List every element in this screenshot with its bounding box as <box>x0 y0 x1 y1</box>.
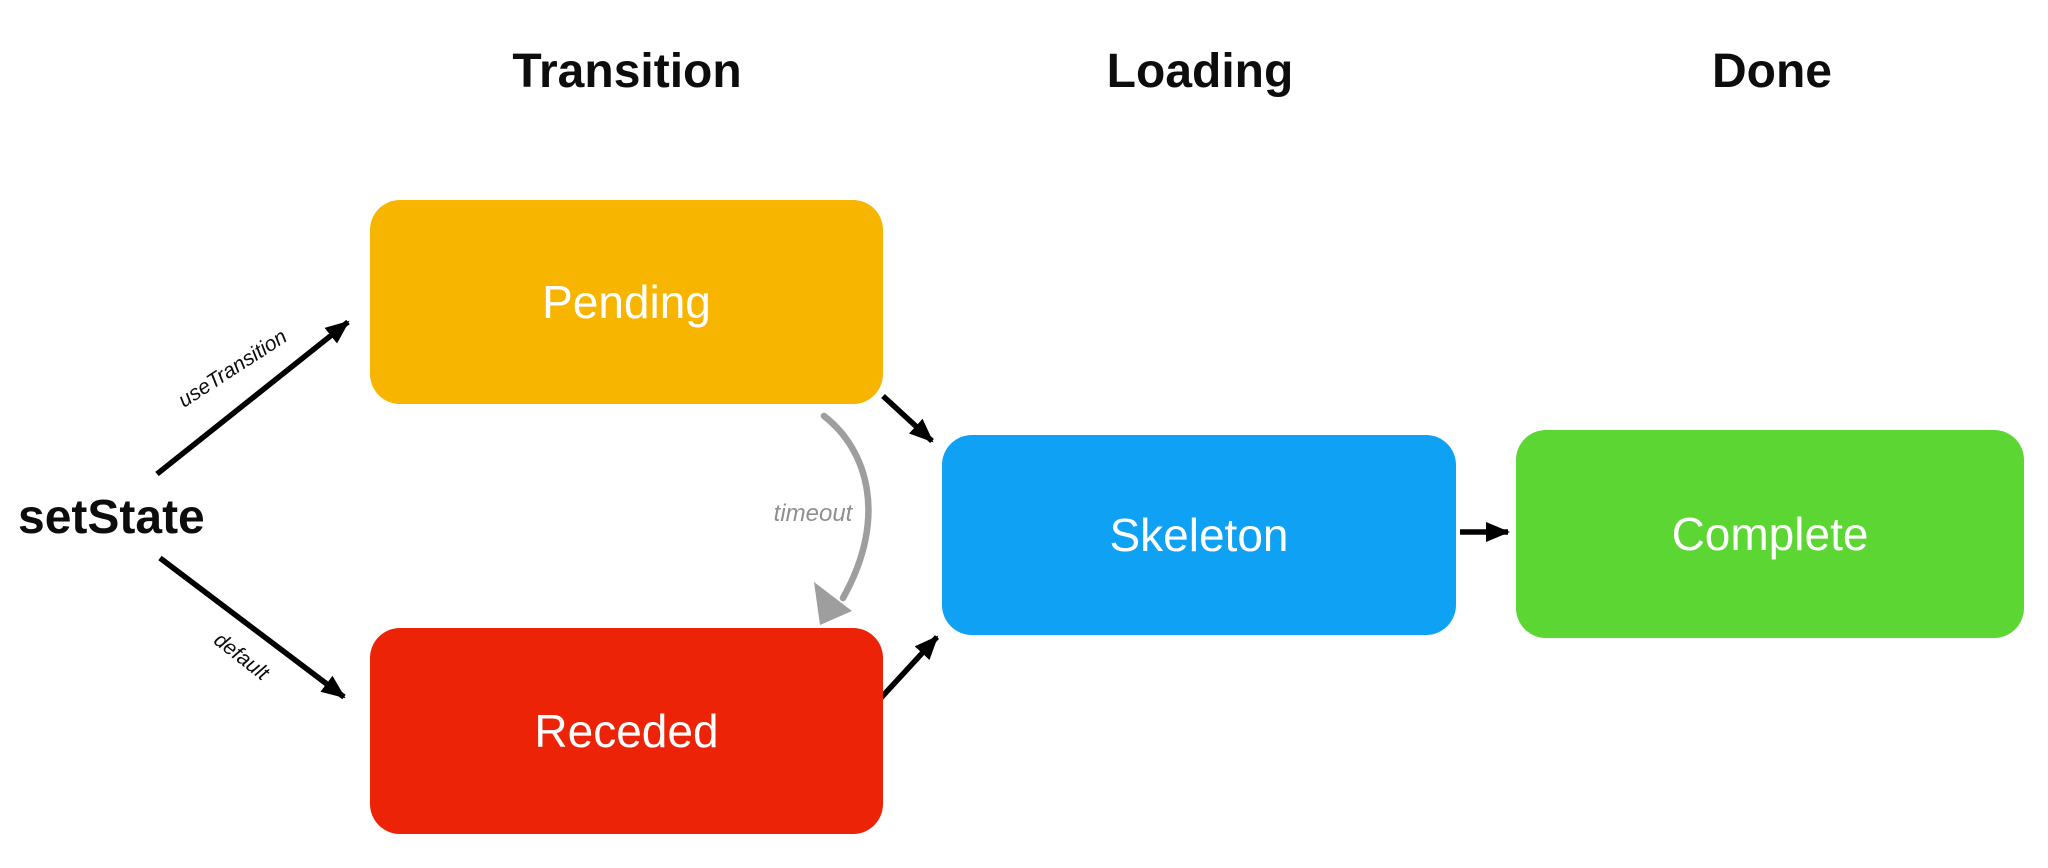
node-skeleton-label: Skeleton <box>1109 509 1289 561</box>
node-complete-label: Complete <box>1671 508 1869 560</box>
node-receded-label: Receded <box>534 705 719 757</box>
node-pending: Pending <box>370 200 883 404</box>
edge-timeout-arrowhead <box>814 582 852 625</box>
edge-pending-to-skeleton-arrow <box>881 393 934 444</box>
edge-label-usetransition: useTransition <box>174 325 292 413</box>
node-skeleton: Skeleton <box>942 435 1456 635</box>
column-header-done: Done <box>1712 45 1832 98</box>
node-complete: Complete <box>1516 430 2024 638</box>
node-pending-label: Pending <box>542 276 711 328</box>
node-receded: Receded <box>370 628 883 834</box>
setstate-source-label: setState <box>18 491 205 544</box>
column-header-transition: Transition <box>512 45 742 98</box>
edge-label-timeout: timeout <box>773 500 853 527</box>
edge-receded-to-skeleton-arrow <box>877 635 940 701</box>
column-header-loading: Loading <box>1106 45 1294 98</box>
edge-label-default: default <box>209 628 274 686</box>
